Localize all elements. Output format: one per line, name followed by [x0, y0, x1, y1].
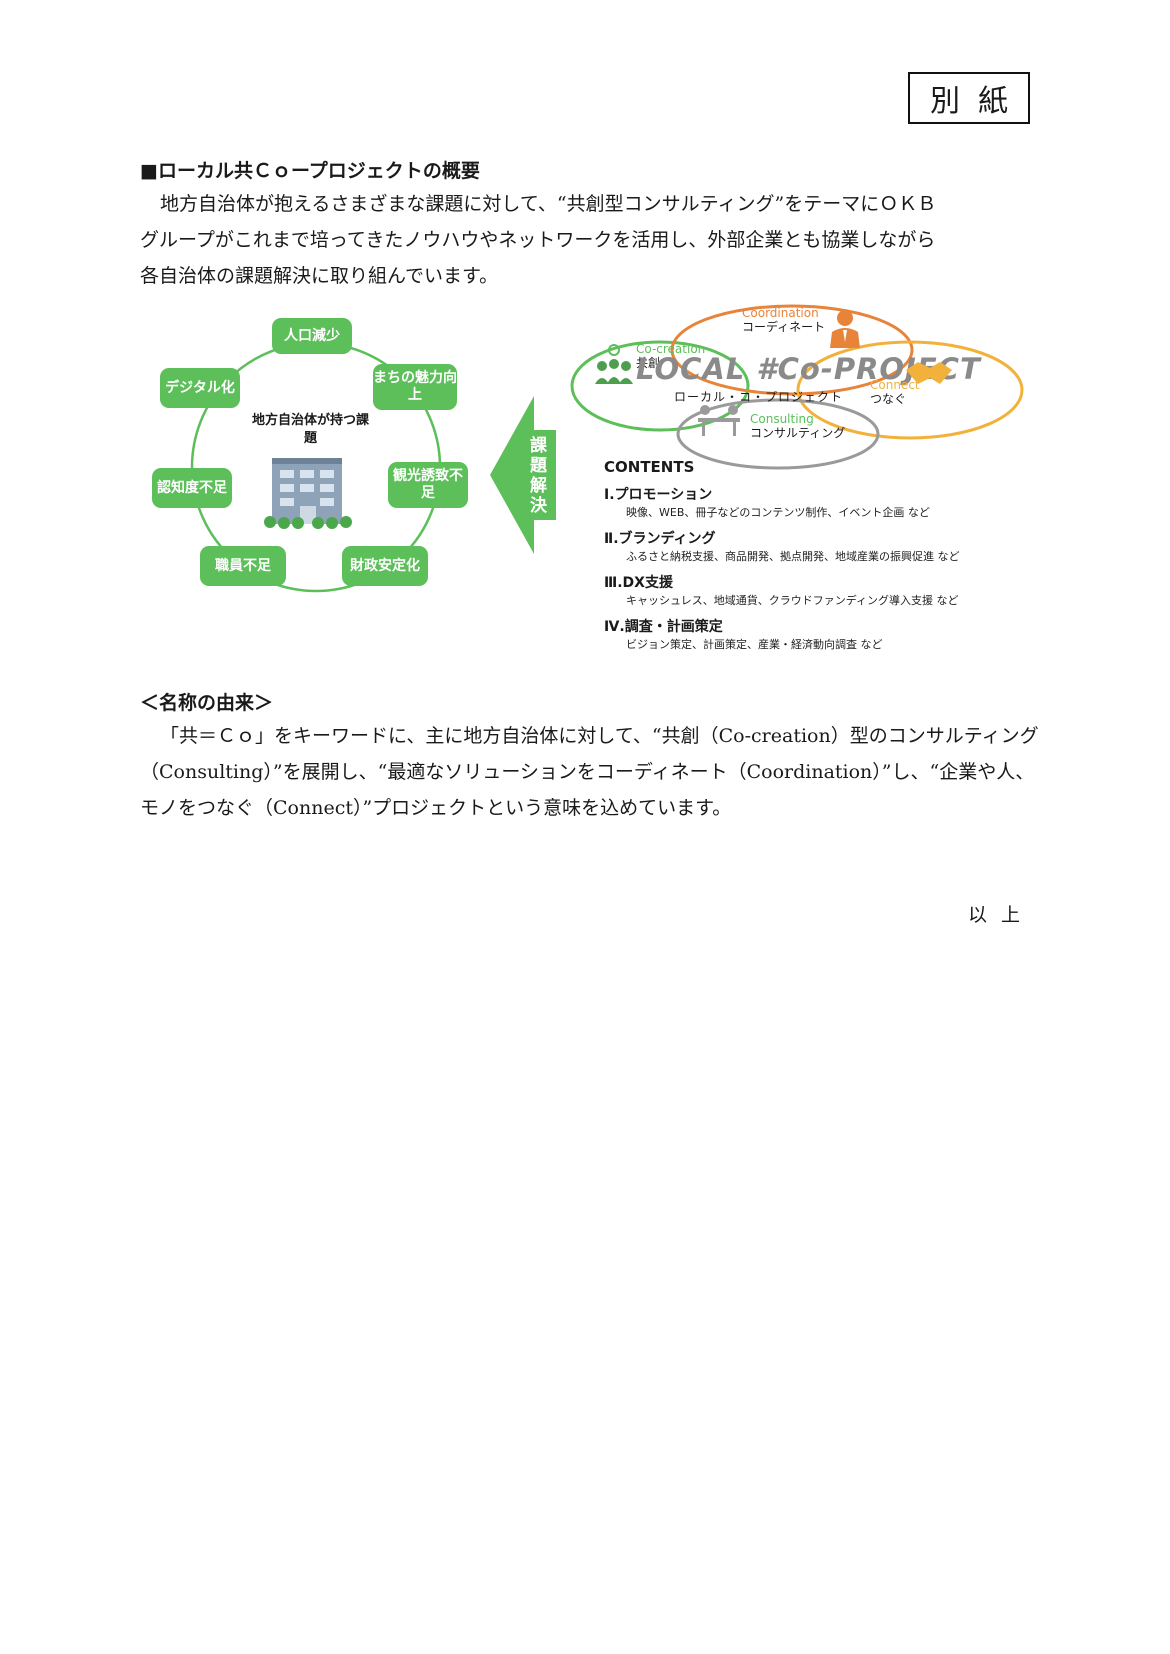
- arrow-label: 課題解決: [530, 436, 547, 516]
- contents-item: Ⅰ.プロモーション 映像、WEB、冊子などのコンテンツ制作、イベント企画 など: [604, 484, 1034, 528]
- people-group-icon: [595, 344, 633, 384]
- contents-item: Ⅳ.調査・計画策定 ビジョン策定、計画策定、産業・経済動向調査 など: [604, 616, 1034, 660]
- contents-item-sub: ビジョン策定、計画策定、産業・経済動向調査 など: [626, 638, 883, 651]
- issue-population-decline: 人口減少: [272, 318, 352, 354]
- origin-heading: ＜名称の由来＞: [140, 692, 274, 714]
- issue-digitalization: デジタル化: [160, 368, 240, 408]
- overview-line-2: グループがこれまで培ってきたノウハウやネットワークを活用し、外部企業とも協業しな…: [140, 229, 936, 251]
- building-icon: [264, 458, 352, 529]
- connect-label: Connect つなぐ: [870, 378, 920, 406]
- consultant-person-icon: [830, 310, 860, 348]
- contents-item-head: Ⅰ.プロモーション: [604, 487, 713, 503]
- cocreation-label: Co-creation 共創: [636, 342, 706, 370]
- solution-arrow: [490, 396, 556, 554]
- logo-reading: ローカル・コ・プロジェクト: [674, 390, 844, 404]
- project-logo: Coordination コーディネート Co-creation 共創 LOCA…: [570, 304, 1030, 474]
- overview-heading: ■ローカル共Ｃｏープロジェクトの概要: [140, 160, 480, 182]
- attachment-label: 別紙: [908, 72, 1030, 124]
- issues-diagram: 地方自治体が持つ課題 人口減少 まちの魅力向上 観光誘致不足 財政安定化 職員不…: [140, 312, 490, 612]
- overview-paragraph: 地方自治体が抱えるさまざまな課題に対して、“共創型コンサルティング”をテーマにＯ…: [140, 186, 1035, 294]
- issue-fiscal-stability: 財政安定化: [342, 546, 428, 586]
- contents-item: Ⅲ.DX支援 キャッシュレス、地域通貨、クラウドファンディング導入支援 など: [604, 572, 1034, 616]
- origin-line-2: （Consulting）”を展開し、“最適なソリューションをコーディネート（Co…: [140, 761, 1035, 783]
- contents-item-sub: 映像、WEB、冊子などのコンテンツ制作、イベント企画 など: [626, 506, 930, 519]
- contents-list: Ⅰ.プロモーション 映像、WEB、冊子などのコンテンツ制作、イベント企画 など …: [604, 484, 1034, 660]
- contents-item-head: Ⅲ.DX支援: [604, 575, 673, 591]
- contents-item-head: Ⅳ.調査・計画策定: [604, 619, 723, 635]
- contents-title: CONTENTS: [604, 458, 695, 476]
- coordination-label: Coordination コーディネート: [742, 306, 826, 334]
- contents-item: Ⅱ.ブランディング ふるさと納税支援、商品開発、拠点開発、地域産業の振興促進 な…: [604, 528, 1034, 572]
- center-label: 地方自治体が持つ課題: [251, 413, 369, 446]
- overview-line-1: 地方自治体が抱えるさまざまな課題に対して、“共創型コンサルティング”をテーマにＯ…: [160, 193, 937, 215]
- origin-paragraph: 「共＝Ｃｏ」をキーワードに、主に地方自治体に対して、“共創（Co-creatio…: [140, 718, 1039, 826]
- consulting-label: Consulting コンサルティング: [750, 412, 846, 440]
- origin-line-3: モノをつなぐ（Connect）”プロジェクトという意味を込めています。: [140, 797, 732, 819]
- contents-item-sub: キャッシュレス、地域通貨、クラウドファンディング導入支援 など: [626, 594, 959, 607]
- issue-staff-shortage: 職員不足: [200, 546, 286, 586]
- contents-item-head: Ⅱ.ブランディング: [604, 531, 716, 547]
- issue-low-awareness: 認知度不足: [152, 468, 232, 508]
- issue-tourism: 観光誘致不足: [388, 462, 468, 508]
- overview-line-3: 各自治体の課題解決に取り組んでいます。: [140, 265, 499, 287]
- issue-town-appeal: まちの魅力向上: [373, 364, 457, 410]
- handshake-icon: [906, 362, 952, 384]
- logo-rings: [570, 304, 1024, 470]
- meeting-icon: [698, 405, 740, 436]
- contents-item-sub: ふるさと納税支援、商品開発、拠点開発、地域産業の振興促進 など: [626, 550, 960, 563]
- origin-line-1: 「共＝Ｃｏ」をキーワードに、主に地方自治体に対して、“共創（Co-creatio…: [160, 725, 1039, 747]
- closing-remark: 以上: [967, 904, 1034, 926]
